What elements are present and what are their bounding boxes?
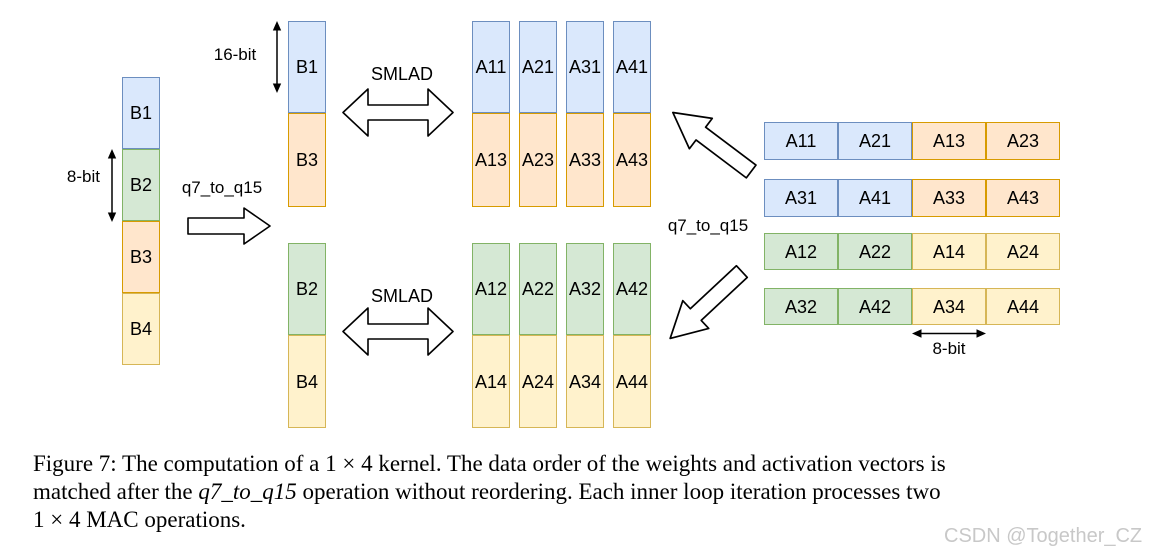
weight-cell-b1-16bit: B1 [288,21,326,113]
activation-cell-a44-16bit: A44 [613,335,651,428]
activation-cell-a41-8bit: A41 [838,179,912,217]
watermark-text: CSDN @Together_CZ [944,525,1143,547]
weight-cell-b3-8bit: B3 [122,221,160,293]
activation-cell-a31-8bit: A31 [764,179,838,217]
activation-cell-a31-16bit: A31 [566,21,604,113]
caption-line-3: 1 × 4 MAC operations. [33,507,246,532]
caption-line-1: Figure 7: The computation of a 1 × 4 ker… [33,451,946,476]
activation-cell-a11-8bit: A11 [764,122,838,160]
caption-line-2-before: matched after the [33,479,199,504]
activation-cell-a33-16bit: A33 [566,113,604,207]
smlad-double-arrow-bottom-icon [342,307,454,356]
activation-cell-a32-8bit: A32 [764,288,838,325]
activation-cell-a23-16bit: A23 [519,113,557,207]
activation-cell-a34-8bit: A34 [912,288,986,325]
activation-cell-a33-8bit: A33 [912,179,986,217]
caption-q7-to-q15-term: q7_to_q15 [198,479,297,504]
label-smlad-bottom: SMLAD [370,286,433,306]
weight-cell-b3-16bit: B3 [288,113,326,207]
activation-cell-a12-8bit: A12 [764,233,838,270]
caption-line-2: matched after the q7_to_q15 operation wi… [33,478,941,506]
activation-cell-a42-8bit: A42 [838,288,912,325]
activation-cell-a21-16bit: A21 [519,21,557,113]
activation-cell-a12-16bit: A12 [472,243,510,335]
activation-cell-a42-16bit: A42 [613,243,651,335]
convert-arrow-downleft-icon [669,264,749,340]
activation-cell-a43-8bit: A43 [986,179,1060,217]
label-q7-to-q15-left: q7_to_q15 [181,178,263,197]
activation-cell-a34-16bit: A34 [566,335,604,428]
activation-cell-a22-8bit: A22 [838,233,912,270]
activation-cell-a11-16bit: A11 [472,21,510,113]
label-smlad-top: SMLAD [370,64,433,84]
activation-cell-a14-8bit: A14 [912,233,986,270]
measure-arrow-8bit-left-icon [107,149,117,222]
weight-cell-b4-8bit: B4 [122,293,160,365]
weight-cell-b1-8bit: B1 [122,77,160,149]
weight-cell-b2-16bit: B2 [288,243,326,335]
label-16bit: 16-bit [213,45,257,64]
caption-line-2-after: operation without reordering. Each inner… [296,479,941,504]
activation-cell-a24-8bit: A24 [986,233,1060,270]
activation-cell-a41-16bit: A41 [613,21,651,113]
smlad-double-arrow-top-icon [342,88,454,137]
weight-cell-b2-8bit: B2 [122,149,160,221]
label-8bit-right: 8-bit [932,339,966,358]
measure-arrow-8bit-right-icon [912,329,986,338]
label-q7-to-q15-right: q7_to_q15 [667,216,749,235]
activation-cell-a32-16bit: A32 [566,243,604,335]
activation-cell-a24-16bit: A24 [519,335,557,428]
activation-cell-a21-8bit: A21 [838,122,912,160]
activation-cell-a43-16bit: A43 [613,113,651,207]
activation-cell-a23-8bit: A23 [986,122,1060,160]
activation-cell-a13-8bit: A13 [912,122,986,160]
activation-cell-a22-16bit: A22 [519,243,557,335]
convert-arrow-right-icon [187,207,271,245]
activation-cell-a13-16bit: A13 [472,113,510,207]
label-8bit-left: 8-bit [66,167,100,186]
activation-cell-a44-8bit: A44 [986,288,1060,325]
activation-cell-a14-16bit: A14 [472,335,510,428]
convert-arrow-upleft-icon [672,111,757,179]
measure-arrow-16bit-icon [272,21,282,93]
weight-cell-b4-16bit: B4 [288,335,326,428]
